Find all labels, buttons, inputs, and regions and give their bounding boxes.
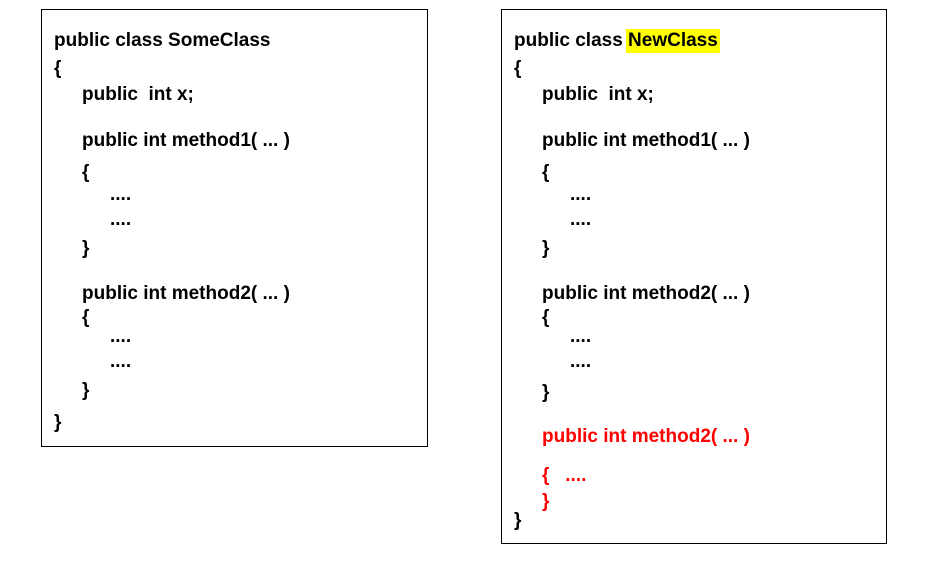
code-line: {: [82, 162, 90, 183]
code-line: ....: [110, 184, 132, 205]
code-line: ....: [110, 351, 132, 372]
original-class-box: public class SomeClass { public int x; publ…: [41, 9, 428, 447]
code-line: public class SomeClass: [54, 30, 271, 51]
code-line: {: [514, 58, 522, 79]
code-line: ....: [570, 326, 592, 347]
code-line: {: [542, 162, 550, 183]
code-line: {: [542, 307, 550, 328]
code-line: }: [82, 380, 90, 401]
code-line: public int method1( ... ): [542, 130, 750, 151]
original-class-code: public class SomeClass { public int x; publ…: [42, 10, 427, 446]
code-line: ....: [110, 326, 132, 347]
code-line: {: [82, 307, 90, 328]
class-declaration-line: public class NewClass: [514, 29, 720, 53]
code-line: }: [542, 491, 550, 512]
code-line: }: [82, 238, 90, 259]
class-keyword: public class: [514, 30, 629, 51]
class-name-highlighted: NewClass: [626, 29, 720, 53]
code-line: ....: [570, 351, 592, 372]
code-line: }: [542, 382, 550, 403]
code-line: ....: [570, 209, 592, 230]
code-line: public int x;: [82, 84, 194, 105]
code-line: ....: [110, 209, 132, 230]
code-line: public int method2( ... ): [542, 426, 750, 447]
code-line: }: [514, 510, 522, 531]
code-line: public int x;: [542, 84, 654, 105]
code-line: }: [542, 238, 550, 259]
code-line: public int method1( ... ): [82, 130, 290, 151]
code-line: {: [54, 58, 62, 79]
code-line: }: [54, 412, 62, 433]
code-line: { ....: [542, 465, 587, 486]
code-line: ....: [570, 184, 592, 205]
new-class-box: public class NewClass { public int x; publ…: [501, 9, 887, 544]
code-line: public int method2( ... ): [82, 283, 290, 304]
new-class-code: public class NewClass { public int x; publ…: [502, 10, 886, 543]
code-line: public int method2( ... ): [542, 283, 750, 304]
